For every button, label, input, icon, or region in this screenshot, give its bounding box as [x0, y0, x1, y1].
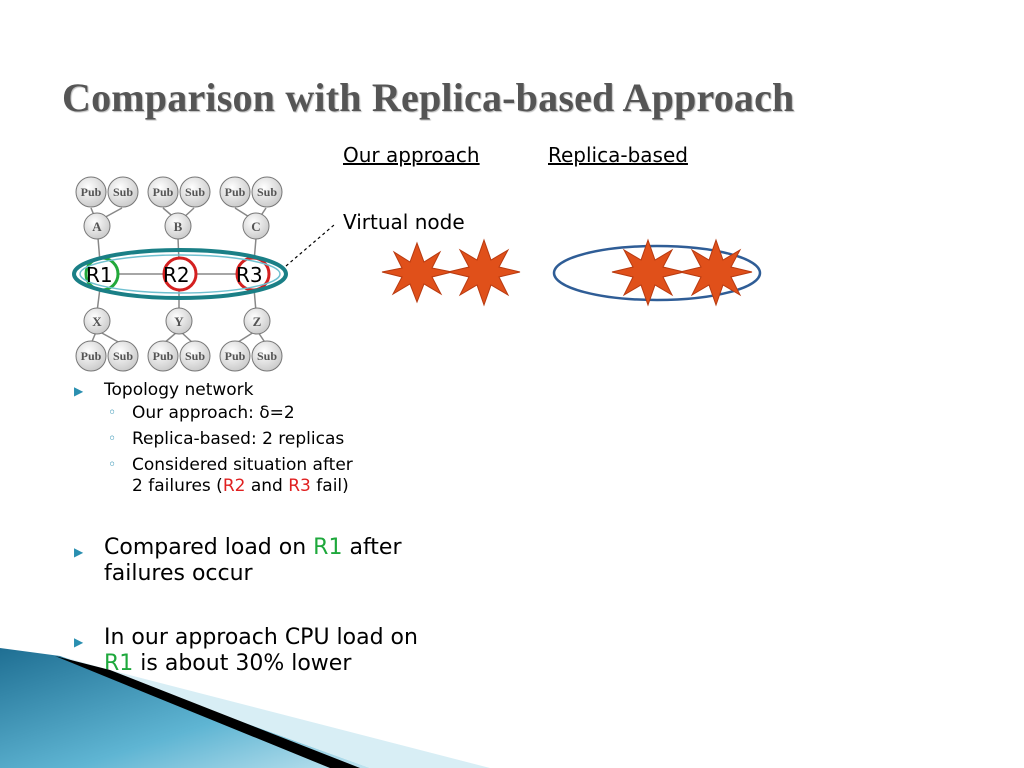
ring-icon: ◦ [108, 457, 117, 473]
node-c-label: C [251, 219, 260, 234]
replica-ellipse [552, 244, 762, 302]
router-r1 [84, 256, 120, 292]
failure-star-icon [447, 238, 521, 307]
slide-title: Comparison with Replica-based Approach [62, 75, 795, 120]
bullet-topology: ▶ Topology network [74, 380, 254, 400]
node-z-label: Z [253, 314, 262, 329]
sub-bullet-situation: ◦ Considered situation after 2 failures … [108, 455, 353, 496]
virtual-node-pointer [285, 224, 335, 267]
sub-label: Sub [113, 185, 133, 199]
bullet-list: ▶ Topology network ◦ Our approach: δ=2 ◦… [74, 380, 494, 677]
node-a-label: A [92, 219, 102, 234]
router-r2 [162, 256, 198, 292]
pub-label: Pub [153, 349, 174, 363]
bottom-nodes [83, 307, 271, 335]
sub-bullet-ours: ◦ Our approach: δ=2 [108, 403, 295, 423]
pubsub-top-row [75, 176, 283, 208]
router-r3 [235, 256, 271, 292]
pub-label: Pub [81, 185, 102, 199]
heading-our-approach: Our approach [343, 143, 480, 167]
node-x-label: X [92, 314, 102, 329]
topology-diagram: Pub Sub Pub Sub Pub Sub A B C X Y Z [75, 176, 283, 372]
triangle-right-icon: ▶ [74, 635, 84, 649]
ring-icon: ◦ [108, 431, 117, 447]
triangle-right-icon: ▶ [74, 384, 84, 398]
triangle-right-icon: ▶ [74, 545, 84, 559]
pub-label: Pub [225, 349, 246, 363]
sub-label: Sub [185, 349, 205, 363]
sub-label: Sub [185, 185, 205, 199]
failure-star-icon [679, 238, 753, 307]
bullet-compared-load: ▶ Compared load on R1 after failures occ… [74, 535, 402, 586]
virtual-node-label: Virtual node [343, 210, 465, 234]
heading-replica-based: Replica-based [548, 143, 688, 167]
sub-bullet-replicas: ◦ Replica-based: 2 replicas [108, 429, 345, 449]
pubsub-bottom-row [75, 340, 283, 372]
pub-label: Pub [153, 185, 174, 199]
failure-star-icon [611, 238, 685, 307]
node-y-label: Y [174, 314, 184, 329]
top-nodes [83, 212, 270, 240]
bullet-cpu-load: ▶ In our approach CPU load on R1 is abou… [74, 625, 418, 676]
sub-label: Sub [257, 349, 277, 363]
failure-star-icon [381, 241, 453, 304]
sub-label: Sub [257, 185, 277, 199]
pub-label: Pub [225, 185, 246, 199]
pub-label: Pub [81, 349, 102, 363]
node-b-label: B [174, 219, 183, 234]
sub-label: Sub [113, 349, 133, 363]
ring-icon: ◦ [108, 405, 117, 421]
decorative-stripe [0, 648, 490, 768]
